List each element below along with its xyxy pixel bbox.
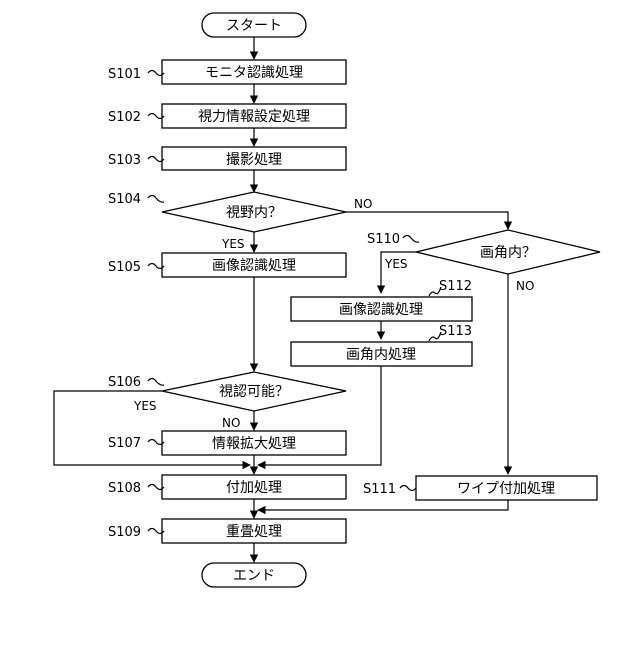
s106-yes-label: YES bbox=[133, 399, 157, 413]
arrow-s111-merge bbox=[258, 500, 508, 510]
s111-leader bbox=[400, 486, 416, 491]
s102-id: S102 bbox=[108, 110, 141, 125]
s110-leader bbox=[403, 236, 419, 243]
node-s113: 画角内処理 bbox=[291, 342, 472, 366]
s111-id: S111 bbox=[363, 482, 396, 497]
start-label: スタート bbox=[226, 18, 282, 34]
s101-id: S101 bbox=[108, 67, 141, 82]
s103-id: S103 bbox=[108, 153, 141, 168]
node-s112: 画像認識処理 bbox=[291, 297, 472, 321]
s103-label: 撮影処理 bbox=[226, 151, 282, 168]
s102-label: 視力情報設定処理 bbox=[198, 109, 310, 125]
s109-label: 重畳処理 bbox=[226, 524, 282, 540]
s110-label: 画角内？ bbox=[480, 245, 536, 261]
end-terminal: エンド bbox=[202, 563, 306, 587]
s106-no-label: NO bbox=[222, 416, 240, 430]
s106-id: S106 bbox=[108, 375, 141, 390]
node-s101: モニタ認識処理 bbox=[162, 60, 346, 84]
s107-label: 情報拡大処理 bbox=[212, 436, 296, 452]
node-s103: 撮影処理 bbox=[162, 147, 346, 170]
s104-no-label: NO bbox=[354, 197, 372, 211]
s113-label: 画角内処理 bbox=[346, 347, 416, 363]
node-s102: 視力情報設定処理 bbox=[162, 104, 346, 128]
s105-id: S105 bbox=[108, 260, 141, 275]
s113-id: S113 bbox=[439, 324, 472, 339]
s108-label: 付加処理 bbox=[226, 480, 282, 496]
s101-label: モニタ認識処理 bbox=[205, 65, 303, 81]
node-s108: 付加処理 bbox=[162, 475, 346, 499]
s110-no-label: NO bbox=[516, 279, 534, 293]
s109-id: S109 bbox=[108, 525, 141, 540]
s108-id: S108 bbox=[108, 481, 141, 496]
s106-leader bbox=[148, 379, 164, 386]
node-s111: ワイプ付加処理 bbox=[416, 476, 597, 500]
s105-label: 画像認識処理 bbox=[212, 258, 296, 274]
end-label: エンド bbox=[233, 568, 275, 584]
s104-label: 視野内？ bbox=[226, 205, 282, 221]
decision-s106: 視認可能？ bbox=[162, 372, 346, 411]
start-terminal: スタート bbox=[202, 13, 306, 37]
decision-s104: 視野内？ bbox=[162, 192, 346, 232]
s106-label: 視認可能？ bbox=[219, 384, 289, 400]
arrow-s104-no bbox=[346, 212, 508, 229]
s112-id: S112 bbox=[439, 279, 472, 294]
decision-s110: 画角内？ bbox=[416, 230, 600, 274]
s107-id: S107 bbox=[108, 436, 141, 451]
node-s107: 情報拡大処理 bbox=[162, 431, 346, 455]
s104-id: S104 bbox=[108, 192, 141, 207]
s112-label: 画像認識処理 bbox=[339, 302, 423, 318]
s104-yes-label: YES bbox=[221, 237, 245, 251]
s104-leader bbox=[148, 196, 164, 203]
node-s109: 重畳処理 bbox=[162, 519, 346, 543]
s110-yes-label: YES bbox=[384, 257, 408, 271]
s110-id: S110 bbox=[367, 232, 400, 247]
node-s105: 画像認識処理 bbox=[162, 253, 346, 277]
s111-label: ワイプ付加処理 bbox=[457, 481, 555, 497]
